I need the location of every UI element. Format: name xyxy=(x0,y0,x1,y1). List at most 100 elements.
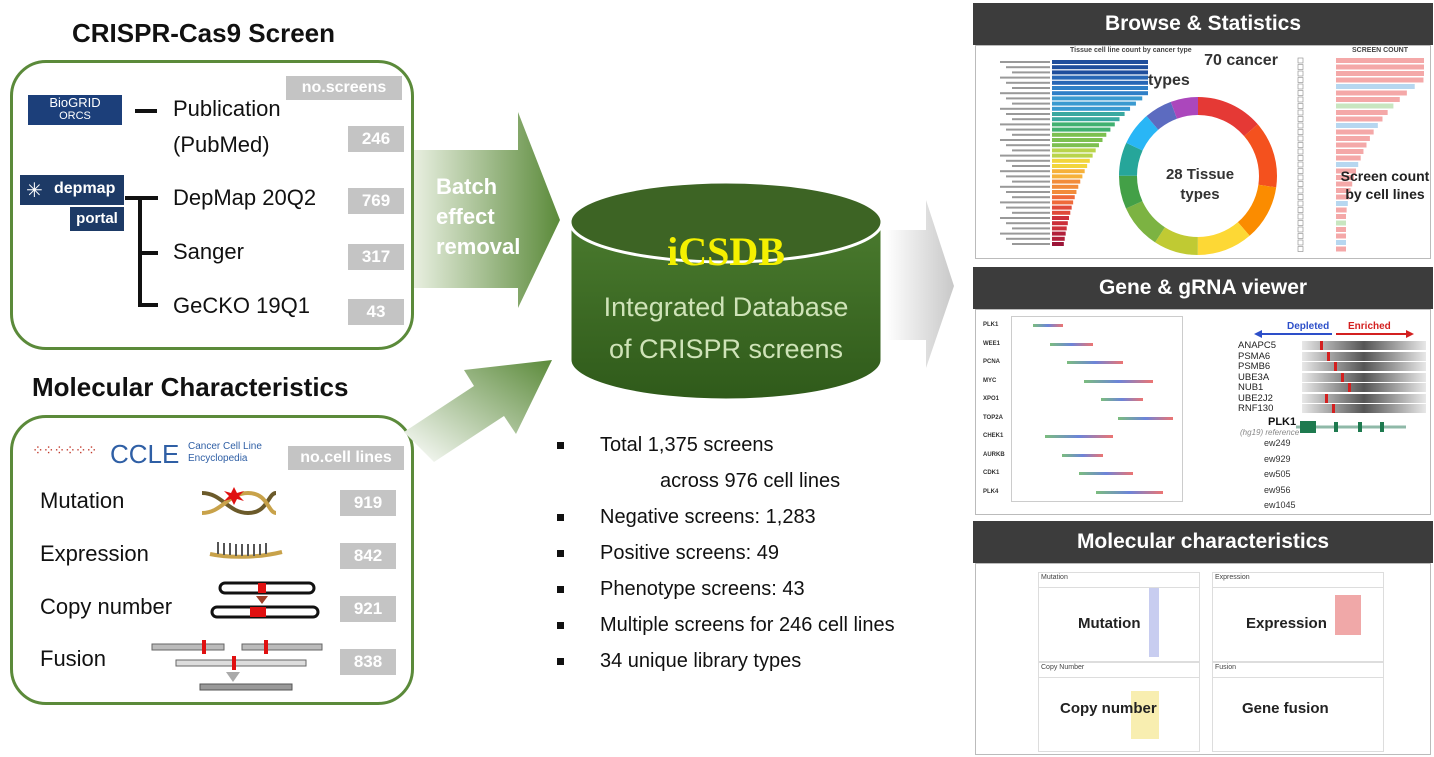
stat-bullet xyxy=(557,658,564,665)
molecular-expression-label: Expression xyxy=(40,541,149,566)
screen-count-bar xyxy=(1336,227,1346,232)
row-checkbox[interactable] xyxy=(1297,207,1304,213)
cancer-type-bar xyxy=(1052,242,1064,246)
screen-count-bar xyxy=(1336,168,1357,174)
screen-count-bar xyxy=(1336,194,1350,200)
row-checkbox[interactable] xyxy=(1297,122,1304,129)
stat-positive: Positive screens: 49 xyxy=(600,542,779,564)
row-checkbox[interactable] xyxy=(1297,148,1304,155)
cancer-type-bar xyxy=(1052,153,1093,158)
molecular-copy-number-label: Copy number xyxy=(40,594,173,619)
ew-sample-label: ew956 xyxy=(1264,484,1291,495)
row-checkbox[interactable] xyxy=(1297,200,1304,207)
screen-count-bar xyxy=(1336,214,1346,219)
row-checkbox[interactable] xyxy=(1297,246,1304,252)
screen-count-bar xyxy=(1336,136,1370,141)
cancer-type-label-stub xyxy=(1000,61,1050,63)
grna-gene-label: PSMB6 xyxy=(1238,361,1271,372)
row-checkbox[interactable] xyxy=(1297,77,1304,83)
cancer-type-bar xyxy=(1052,127,1111,132)
screen-count-bar xyxy=(1336,123,1378,128)
cancer-type-bar xyxy=(1052,174,1083,179)
cancer-type-label-stub xyxy=(1000,170,1050,173)
depleted-enriched-arrow xyxy=(1254,330,1414,338)
row-checkbox[interactable] xyxy=(1297,103,1304,109)
row-checkbox[interactable] xyxy=(1297,226,1304,233)
scatter-gene-label: CHEK1 xyxy=(983,433,1004,439)
source-gecko-count: 43 xyxy=(348,299,404,325)
row-checkbox[interactable] xyxy=(1297,174,1304,181)
source-publication-label: Publication xyxy=(173,96,281,121)
cancer-type-bar xyxy=(1052,231,1066,236)
mutation-dna-icon xyxy=(201,487,277,516)
crispr-title: CRISPR-Cas9 Screen xyxy=(72,18,335,48)
molecular-mutation-label: Mutation xyxy=(40,488,125,513)
depleted-label: Depleted xyxy=(1287,321,1330,332)
row-checkbox[interactable] xyxy=(1297,181,1304,187)
screen-count-bar xyxy=(1336,188,1351,193)
expression-overlay-text: Expression xyxy=(1246,615,1327,632)
row-checkbox[interactable] xyxy=(1297,96,1304,103)
row-checkbox[interactable] xyxy=(1297,233,1304,239)
row-checkbox[interactable] xyxy=(1297,70,1304,77)
row-checkbox[interactable] xyxy=(1297,83,1304,90)
reference-label: (hg19) reference xyxy=(1240,428,1300,437)
cancer-type-bar xyxy=(1052,195,1075,200)
row-checkbox[interactable] xyxy=(1297,116,1304,122)
browse-panel-header: Browse & Statistics xyxy=(973,3,1433,45)
cancer-type-bar xyxy=(1052,96,1143,101)
cancer-type-label-stub xyxy=(1006,144,1050,147)
row-checkbox[interactable] xyxy=(1297,109,1304,116)
row-checkbox[interactable] xyxy=(1297,194,1304,200)
molecular-arrow xyxy=(404,360,552,462)
screen-count-bar xyxy=(1336,84,1415,89)
cancer-type-label-stub xyxy=(1012,196,1050,199)
scatter-points xyxy=(1084,379,1153,383)
cancer-type-label-stub xyxy=(1012,165,1050,167)
ew-sample-label: ew249 xyxy=(1264,438,1291,448)
row-checkbox[interactable] xyxy=(1297,213,1304,220)
stat-total: Total 1,375 screens xyxy=(600,434,774,456)
row-checkbox[interactable] xyxy=(1297,155,1304,161)
grna-heat-bar xyxy=(1302,372,1426,382)
grna-marker xyxy=(1341,372,1344,382)
row-checkbox[interactable] xyxy=(1297,135,1304,142)
cancer-type-label-stub xyxy=(1012,102,1050,105)
output-arrow xyxy=(886,200,954,368)
row-checkbox[interactable] xyxy=(1297,187,1304,194)
row-checkbox[interactable] xyxy=(1297,168,1304,174)
grna-heat-bar xyxy=(1302,393,1426,403)
row-checkbox[interactable] xyxy=(1297,161,1304,168)
cancer-type-label-stub xyxy=(1000,92,1050,95)
row-checkbox[interactable] xyxy=(1297,129,1304,135)
scatter-gene-label: XPO1 xyxy=(983,396,1000,402)
grna-marker xyxy=(1332,404,1335,413)
stat-multiple: Multiple screens for 246 cell lines xyxy=(600,614,895,636)
scatter-gene-label: TOP2A xyxy=(983,414,1003,421)
row-checkbox[interactable] xyxy=(1297,57,1304,64)
cancer-type-bar xyxy=(1052,148,1096,153)
cancer-type-bar xyxy=(1052,65,1148,70)
cancer-type-label-stub xyxy=(1006,206,1050,209)
copy-number-overlay-text: Copy number xyxy=(1060,700,1157,717)
cancer-type-label-stub xyxy=(1000,139,1050,141)
fusion-table: Fusion xyxy=(1212,662,1384,752)
cancer-type-bar xyxy=(1052,132,1107,137)
stat-bullet xyxy=(557,514,564,521)
row-checkbox[interactable] xyxy=(1297,220,1304,226)
row-checkbox[interactable] xyxy=(1297,64,1304,70)
row-checkbox[interactable] xyxy=(1297,142,1304,148)
screen-count-bar xyxy=(1336,64,1424,70)
screen-count-bar xyxy=(1336,175,1355,180)
scatter-gene-label: MYC xyxy=(983,377,997,384)
cancer-type-bar xyxy=(1052,216,1070,220)
row-checkbox[interactable] xyxy=(1297,239,1304,246)
depmap-star-icon: ✳ xyxy=(26,180,43,202)
ew-sample-label: ew505 xyxy=(1264,469,1291,479)
grna-gene-label: UBE2J2 xyxy=(1238,392,1273,404)
expression-rna-icon xyxy=(209,542,283,559)
molecular-copy-number-count: 921 xyxy=(340,596,396,622)
screen-count-bar xyxy=(1336,201,1348,206)
row-checkbox[interactable] xyxy=(1297,90,1304,96)
